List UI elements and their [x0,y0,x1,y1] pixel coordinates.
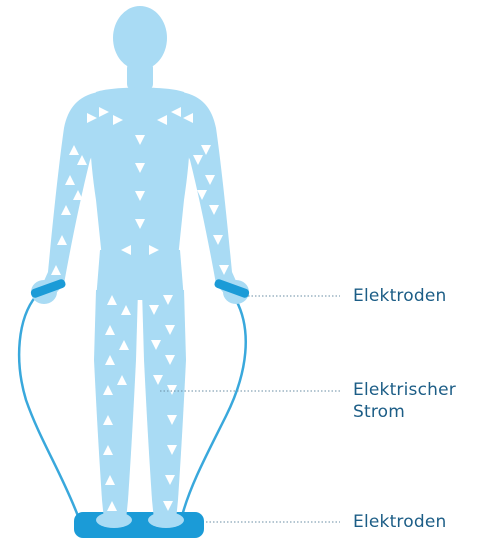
electrodes-hands-label: Elektroden [353,285,446,307]
electric-current-label: Elektrischer Strom [353,379,456,423]
foot-electrode-plate [74,512,204,538]
left-cable [19,296,78,516]
right-cable [182,300,246,516]
electric-current-label-line2: Strom [353,401,456,423]
electric-current-label-line1: Elektrischer [353,379,456,401]
body-silhouette [31,6,249,528]
electrodes-feet-label: Elektroden [353,511,446,533]
